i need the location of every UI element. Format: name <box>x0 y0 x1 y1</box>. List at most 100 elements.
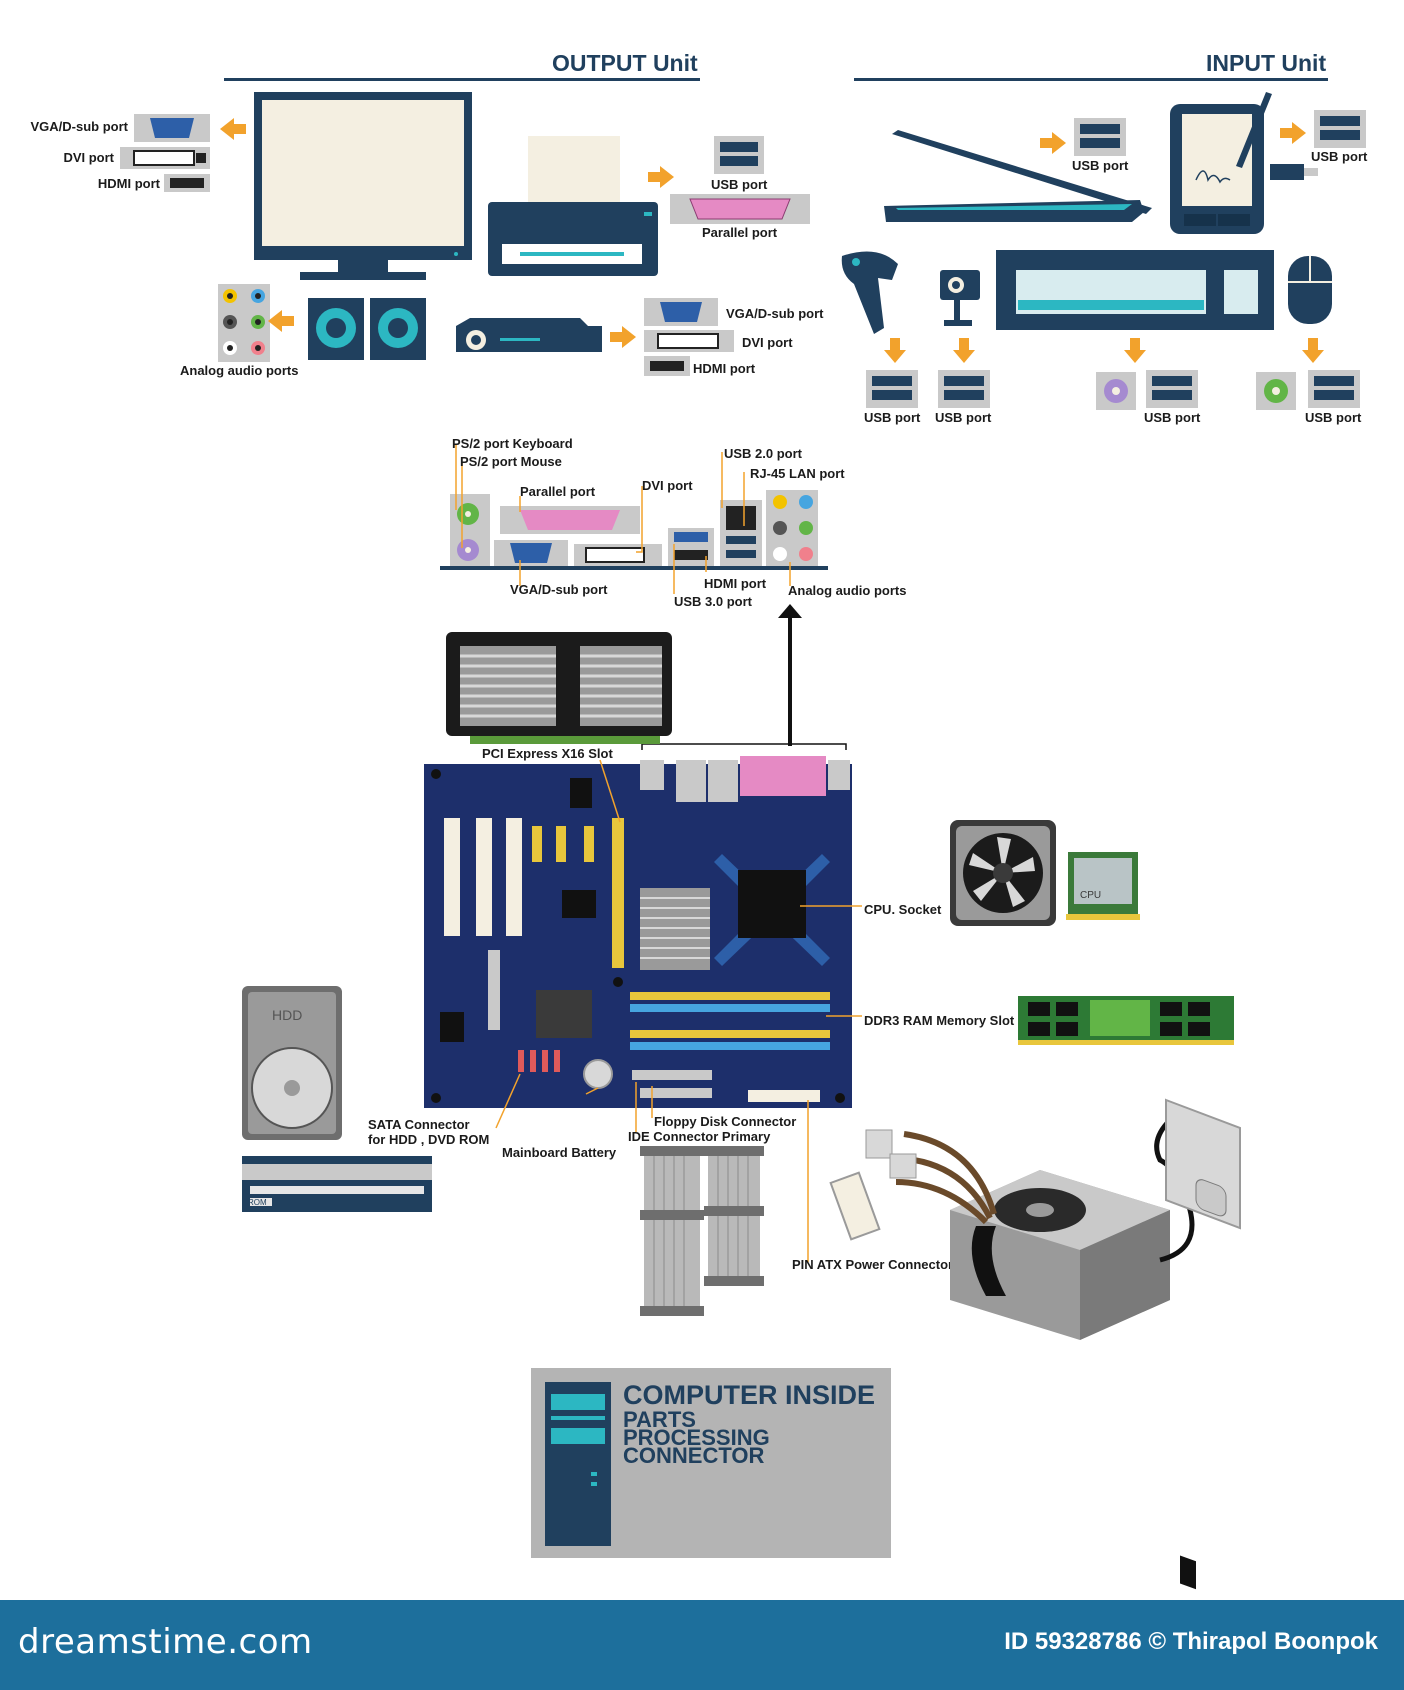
projector-hdmi-port-icon <box>644 356 690 376</box>
graphics-card-icon <box>446 632 672 744</box>
mouse-ps2-port-icon <box>1256 372 1296 410</box>
atx-connector-label: PIN ATX Power Connector <box>792 1257 954 1272</box>
mouse-usb-port-icon <box>1308 370 1360 408</box>
audio-arrow <box>268 310 294 332</box>
projector-arrow <box>610 326 636 348</box>
scanner-usb-port-icon <box>1074 118 1126 156</box>
sata-connector-label-1: SATA Connector <box>368 1117 470 1132</box>
dvd-rom-text: ROM <box>248 1198 267 1207</box>
power-supply-icon <box>829 1118 1195 1340</box>
io-ps2-mouse-label: PS/2 port Mouse <box>460 454 562 469</box>
wall-outlet-icon <box>1165 1098 1241 1590</box>
barcode-usb-port-icon <box>866 370 918 408</box>
printer-parallel-label: Parallel port <box>702 225 778 240</box>
hdd-text: HDD <box>272 1007 303 1023</box>
io-dvi-label: DVI port <box>642 478 693 493</box>
output-unit-heading: OUTPUT Unit <box>552 50 698 76</box>
ide-ribbon-cables-icon <box>640 1146 764 1316</box>
monitor-hdmi-port-icon <box>164 174 210 192</box>
projector-dvi-label: DVI port <box>742 335 793 350</box>
keyboard-usb-port-icon <box>1146 370 1198 408</box>
mouse-usb-label: USB port <box>1305 410 1362 425</box>
monitor-dvi-port-icon <box>120 147 210 169</box>
io-rj45-label: RJ-45 LAN port <box>750 466 845 481</box>
panel-line-connector: CONNECTOR <box>623 1443 765 1468</box>
barcode-scanner-icon <box>841 251 898 334</box>
graphics-tablet-icon <box>1170 92 1318 234</box>
mouse-arrow <box>1302 338 1324 363</box>
printer-usb-label: USB port <box>711 177 768 192</box>
panel-title: COMPUTER INSIDE <box>623 1380 876 1410</box>
audio-ports-label: Analog audio ports <box>180 363 299 378</box>
tablet-arrow <box>1280 122 1306 144</box>
webcam-arrow <box>953 338 975 363</box>
cpu-socket-label: CPU. Socket <box>864 902 942 917</box>
keyboard-usb-label: USB port <box>1144 410 1201 425</box>
computer-inside-panel: COMPUTER INSIDE PARTS PROCESSING CONNECT… <box>531 1368 891 1558</box>
monitor-dvi-label: DVI port <box>63 150 114 165</box>
mouse-icon <box>1288 256 1332 324</box>
webcam-usb-label: USB port <box>935 410 992 425</box>
scanner-arrow <box>1040 132 1066 154</box>
footer-bar: dreamstime.com ID 59328786 © Thirapol Bo… <box>0 1600 1404 1690</box>
printer-parallel-port-icon <box>670 194 810 224</box>
barcode-arrow <box>884 338 906 363</box>
ram-stick-icon <box>1018 996 1234 1045</box>
projector-vga-label: VGA/D-sub port <box>726 306 824 321</box>
cpu-cooler-icon <box>950 820 1056 926</box>
projector-hdmi-label: HDMI port <box>693 361 756 376</box>
io-vga-label: VGA/D-sub port <box>510 582 608 597</box>
monitor-vga-port-icon <box>134 114 210 142</box>
keyboard-arrow <box>1124 338 1146 363</box>
tablet-usb-port-icon <box>1314 110 1366 148</box>
io-usb2-label: USB 2.0 port <box>724 446 803 461</box>
battery-label: Mainboard Battery <box>502 1145 617 1160</box>
cpu-chip-text: CPU <box>1080 890 1102 901</box>
hdd-icon <box>242 986 342 1140</box>
footer-logo[interactable]: dreamstime.com <box>18 1622 313 1662</box>
input-unit-rule <box>854 78 1328 81</box>
floppy-connector-label: Floppy Disk Connector <box>654 1114 797 1129</box>
barcode-usb-label: USB port <box>864 410 921 425</box>
monitor-vga-label: VGA/D-sub port <box>30 119 129 134</box>
monitor-arrow <box>220 118 246 140</box>
printer-arrow <box>648 166 674 188</box>
projector-icon <box>456 318 602 352</box>
input-unit-heading: INPUT Unit <box>1206 50 1327 76</box>
webcam-icon <box>940 270 980 326</box>
printer-icon <box>488 136 658 276</box>
panel-line-parts: PARTS <box>623 1407 696 1432</box>
webcam-usb-port-icon <box>938 370 990 408</box>
io-usb3-label: USB 3.0 port <box>674 594 753 609</box>
motherboard-icon <box>424 756 852 1108</box>
keyboard-icon <box>996 250 1274 330</box>
printer-usb-port-icon <box>714 136 764 174</box>
io-hdmi-label: HDMI port <box>704 576 767 591</box>
tower-pc-icon <box>545 1382 611 1546</box>
output-unit-rule <box>224 78 700 81</box>
pcie-slot-label: PCI Express X16 Slot <box>482 746 613 761</box>
io-audio-label: Analog audio ports <box>788 583 907 598</box>
keyboard-ps2-port-icon <box>1096 372 1136 410</box>
cpu-chip-icon <box>1066 852 1140 920</box>
projector-dvi-port-icon <box>644 330 734 352</box>
audio-jack-panel-icon <box>218 284 270 362</box>
sata-connector-label-2: for HDD , DVD ROM <box>368 1132 490 1147</box>
scanner-icon <box>884 130 1152 222</box>
footer-credit: ID 59328786 © Thirapol Boonpok <box>1004 1628 1378 1655</box>
scanner-usb-label: USB port <box>1072 158 1129 173</box>
ddr3-slot-label: DDR3 RAM Memory Slot <box>864 1013 1015 1028</box>
speakers-icon <box>308 298 426 360</box>
tablet-usb-label: USB port <box>1311 149 1368 164</box>
io-ps2-keyboard-label: PS/2 port Keyboard <box>452 436 573 451</box>
monitor-icon <box>254 92 472 280</box>
ide-connector-label: IDE Connector Primary <box>628 1129 771 1144</box>
io-parallel-label: Parallel port <box>520 484 596 499</box>
monitor-hdmi-label: HDMI port <box>97 176 160 191</box>
projector-vga-port-icon <box>644 298 718 326</box>
